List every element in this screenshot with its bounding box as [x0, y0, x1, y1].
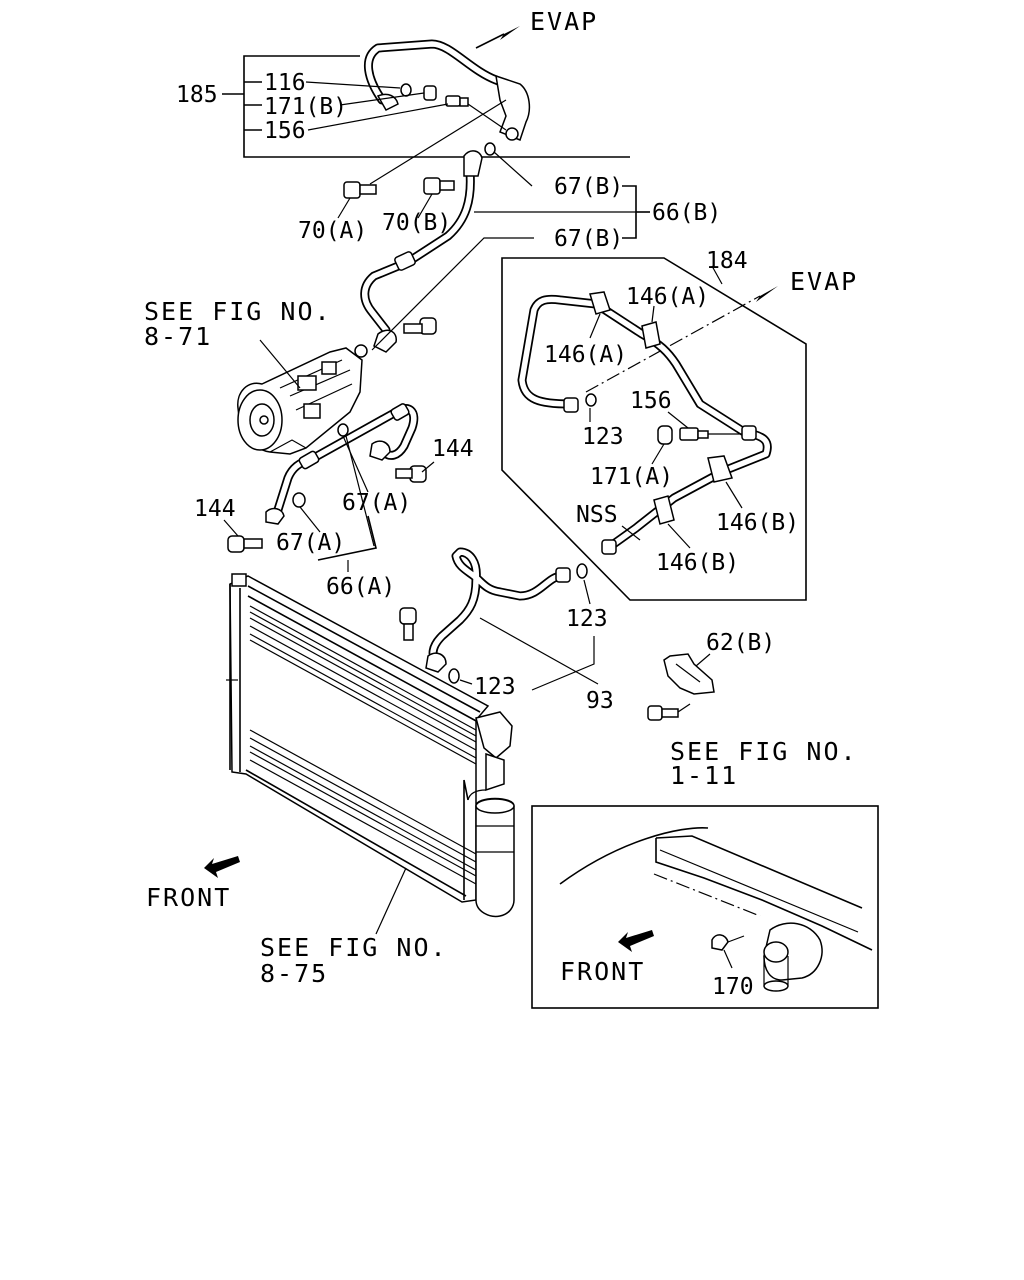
label-184: 184	[706, 248, 748, 274]
label-66a: 66(A)	[326, 574, 395, 600]
assembly-185-bracket	[222, 55, 630, 158]
label-62b: 62(B)	[706, 630, 775, 656]
label-170: 170	[712, 974, 754, 1000]
compressor	[237, 347, 363, 455]
inset-box	[531, 805, 879, 1009]
label-70a: 70(A)	[298, 218, 367, 244]
see-fig-1-11-line2: 1-11	[670, 761, 738, 790]
label-67a-1: 67(A)	[342, 490, 411, 516]
hose-66a	[227, 403, 427, 553]
see-fig-1-11-line1: SEE FIG NO.	[670, 737, 858, 766]
label-67b-1: 67(B)	[554, 174, 623, 200]
callout-lines-66a	[223, 435, 435, 572]
bracket-62b	[647, 653, 715, 721]
see-fig-8-75-line1: SEE FIG NO.	[260, 933, 448, 962]
callout-lines-93	[459, 579, 599, 691]
label-171a: 171(A)	[590, 464, 673, 490]
pipe-93	[399, 547, 588, 684]
front-arrow-main: FRONT	[146, 856, 240, 912]
label-66b: 66(B)	[652, 200, 721, 226]
callout-labels: 185 116 171(B) 156 67(B) 66(B) 67(B) 70(…	[176, 70, 799, 1000]
parts-116-171b-156	[305, 81, 507, 131]
label-146a-2: 146(A)	[544, 342, 627, 368]
label-67b-2: 67(B)	[554, 226, 623, 252]
label-93: 93	[586, 688, 614, 714]
see-fig-8-71: SEE FIG NO. 8-71	[144, 297, 332, 389]
label-nss: NSS	[576, 502, 618, 528]
callout-lines-184	[589, 305, 743, 549]
hose-66b	[354, 142, 496, 358]
label-185: 185	[176, 82, 218, 108]
see-fig-8-71-line2: 8-71	[144, 322, 212, 351]
label-146b-1: 146(B)	[716, 510, 799, 536]
see-fig-8-75: SEE FIG NO. 8-75	[260, 867, 448, 988]
front-label-main: FRONT	[146, 883, 231, 912]
front-label-inset: FRONT	[560, 957, 645, 986]
receiver-drier	[463, 711, 515, 918]
label-70b: 70(B)	[382, 210, 451, 236]
label-146a-1: 146(A)	[626, 284, 709, 310]
see-fig-8-75-line2: 8-75	[260, 959, 328, 988]
label-156-top: 156	[264, 118, 306, 144]
label-67a-2: 67(A)	[276, 530, 345, 556]
pipe-184	[517, 291, 772, 555]
condenser	[226, 573, 490, 903]
parts-156-171a	[651, 411, 742, 465]
label-171b: 171(B)	[264, 94, 347, 120]
bolt-70a	[337, 99, 507, 219]
see-fig-8-71-line1: SEE FIG NO.	[144, 297, 332, 326]
suction-hose-top	[363, 39, 531, 141]
see-fig-1-11: SEE FIG NO. 1-11	[670, 737, 858, 790]
evap-arrow-top: EVAP	[475, 7, 598, 49]
label-146b-2: 146(B)	[656, 550, 739, 576]
label-116: 116	[264, 70, 306, 96]
label-144-1: 144	[432, 436, 474, 462]
evap-label-right: EVAP	[790, 267, 858, 296]
bolt-70b	[417, 177, 455, 219]
label-123-2: 123	[566, 606, 608, 632]
assembly-184-frame	[501, 257, 807, 601]
evap-label-top: EVAP	[530, 7, 598, 36]
label-123-1: 123	[582, 424, 624, 450]
label-123-3: 123	[474, 674, 516, 700]
callout-lines-66b	[371, 151, 650, 351]
evap-arrow-right: EVAP	[585, 267, 858, 393]
front-arrow-inset: FRONT	[560, 930, 654, 986]
label-156-right: 156	[630, 388, 672, 414]
label-144-2: 144	[194, 496, 236, 522]
